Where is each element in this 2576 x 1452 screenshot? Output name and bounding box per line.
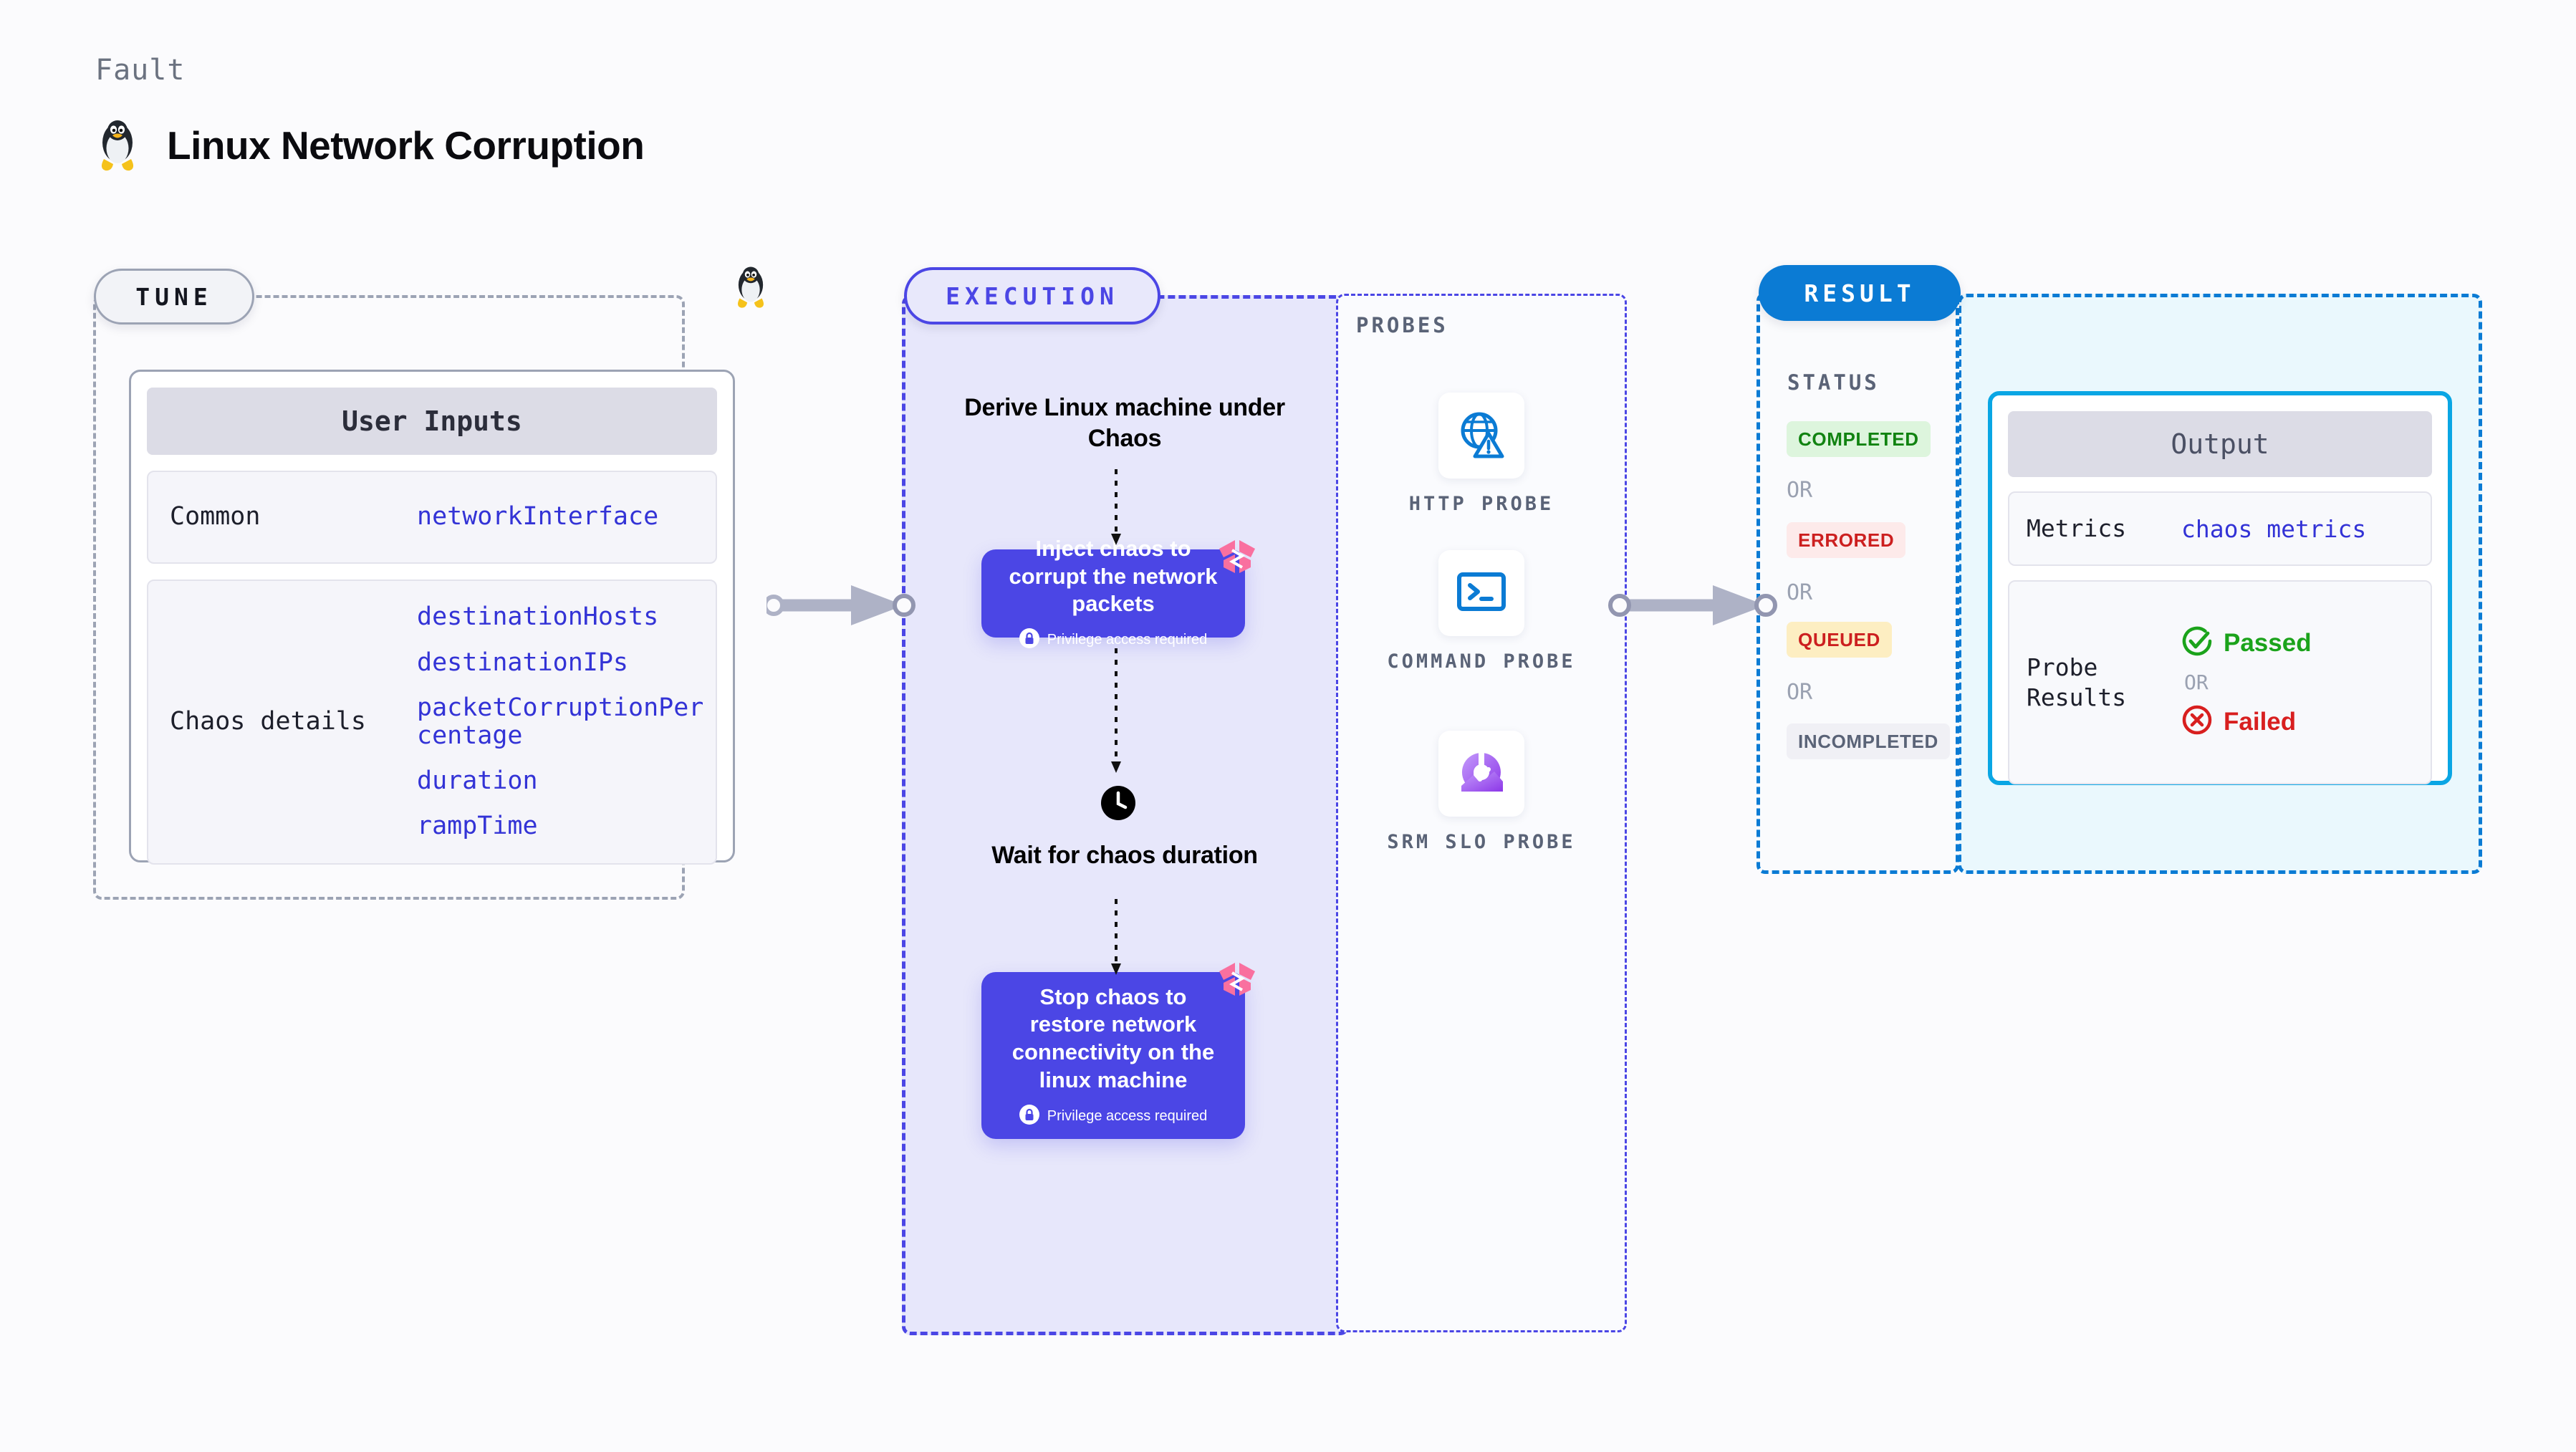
flow-arrow-2 bbox=[1109, 648, 1123, 781]
probes-section-label: PROBES bbox=[1356, 313, 1448, 337]
connector-execution-to-result bbox=[1608, 577, 1780, 638]
user-inputs-row-common: Common networkInterface bbox=[147, 471, 717, 564]
metrics-link[interactable]: chaos metrics bbox=[2181, 514, 2367, 543]
result-section-pill[interactable]: RESULT bbox=[1759, 265, 1961, 321]
execution-step-derive-title: Derive Linux machine under Chaos bbox=[964, 394, 1285, 452]
output-panel: Output Metrics chaos metrics Probe Resul… bbox=[1988, 391, 2452, 785]
privilege-badge: Privilege access required bbox=[1019, 1104, 1208, 1128]
result-status-container bbox=[1756, 292, 1959, 874]
verdict-label: Failed bbox=[2224, 707, 2297, 736]
probe-label: COMMAND PROBE bbox=[1387, 650, 1576, 673]
status-badge-completed: COMPLETED bbox=[1787, 421, 1931, 457]
execution-card-inject-chaos[interactable]: Inject chaos to corrupt the network pack… bbox=[981, 536, 1245, 649]
linux-penguin-icon bbox=[95, 118, 140, 173]
clock-icon bbox=[1101, 786, 1135, 824]
page-kicker: Fault bbox=[95, 54, 186, 87]
probe-srm-slo[interactable]: SRM SLO PROBE bbox=[1336, 731, 1627, 855]
privilege-badge-text: Privilege access required bbox=[1047, 1107, 1208, 1124]
execution-step-wait-title: Wait for chaos duration bbox=[991, 842, 1258, 869]
probe-http[interactable]: HTTP PROBE bbox=[1336, 393, 1627, 516]
page-title-row: Linux Network Corruption bbox=[95, 118, 645, 173]
slo-donut-check-icon bbox=[1456, 749, 1507, 799]
row-key: Probe Results bbox=[2027, 653, 2127, 711]
param-destinationips[interactable]: destinationIPs bbox=[417, 648, 629, 677]
tune-section-pill[interactable]: TUNE bbox=[94, 269, 254, 324]
terminal-prompt-icon bbox=[1456, 569, 1507, 617]
probe-verdict-passed: Passed bbox=[2181, 625, 2312, 660]
privilege-badge: Privilege access required bbox=[1019, 628, 1207, 652]
user-inputs-row-chaos-details: Chaos details destinationHosts destinati… bbox=[147, 580, 717, 865]
output-row-metrics: Metrics chaos metrics bbox=[2008, 491, 2432, 566]
globe-warning-icon bbox=[1455, 408, 1508, 464]
probe-verdict-failed: Failed bbox=[2181, 704, 2312, 739]
probe-verdict-or: OR bbox=[2184, 670, 2209, 694]
page-title: Linux Network Corruption bbox=[167, 123, 645, 168]
execution-section-pill[interactable]: EXECUTION bbox=[904, 267, 1160, 324]
connector-tune-to-execution bbox=[763, 577, 917, 638]
user-inputs-title: User Inputs bbox=[147, 388, 717, 455]
row-key: Common bbox=[170, 502, 261, 532]
param-duration[interactable]: duration bbox=[417, 766, 538, 796]
output-panel-title: Output bbox=[2008, 411, 2432, 477]
flow-arrow-1 bbox=[1109, 469, 1123, 553]
status-or-1: OR bbox=[1787, 478, 1813, 503]
flow-arrow-3 bbox=[1109, 899, 1123, 983]
probe-label: HTTP PROBE bbox=[1408, 493, 1554, 515]
harness-logo-icon bbox=[1218, 961, 1256, 1001]
verdict-label: Passed bbox=[2224, 628, 2312, 657]
probe-command[interactable]: COMMAND PROBE bbox=[1336, 550, 1627, 674]
card-text: Inject chaos to corrupt the network pack… bbox=[1009, 535, 1218, 617]
param-ramptime[interactable]: rampTime bbox=[417, 812, 538, 841]
privilege-badge-text: Privilege access required bbox=[1047, 632, 1208, 648]
row-key: Metrics bbox=[2027, 514, 2127, 543]
lock-icon bbox=[1019, 628, 1039, 652]
param-networkinterface[interactable]: networkInterface bbox=[417, 502, 659, 532]
probe-label: SRM SLO PROBE bbox=[1387, 831, 1576, 853]
card-text: Stop chaos to restore network connectivi… bbox=[1011, 984, 1215, 1092]
x-circle-icon bbox=[2181, 704, 2213, 739]
execution-card-stop-chaos[interactable]: Stop chaos to restore network connectivi… bbox=[981, 972, 1245, 1139]
status-badge-incompleted: INCOMPLETED bbox=[1787, 723, 1950, 759]
harness-logo-icon bbox=[1218, 539, 1256, 578]
check-circle-icon bbox=[2181, 625, 2213, 660]
status-or-2: OR bbox=[1787, 580, 1813, 605]
param-packetcorruptionpercentage[interactable]: packetCorruptionPercentage bbox=[417, 693, 704, 750]
user-inputs-panel: User Inputs Common networkInterface Chao… bbox=[129, 370, 735, 865]
status-badge-queued: QUEUED bbox=[1787, 622, 1892, 658]
lock-icon bbox=[1019, 1104, 1039, 1128]
param-destinationhosts[interactable]: destinationHosts bbox=[417, 602, 659, 632]
tune-linux-penguin-icon bbox=[731, 265, 771, 313]
output-row-probe-results: Probe Results Passed OR bbox=[2008, 580, 2432, 784]
status-badge-errored: ERRORED bbox=[1787, 522, 1906, 558]
status-label: STATUS bbox=[1787, 370, 1880, 395]
status-or-3: OR bbox=[1787, 680, 1813, 705]
probe-tile bbox=[1438, 731, 1524, 817]
row-key: Chaos details bbox=[170, 707, 366, 736]
probe-tile bbox=[1438, 550, 1524, 636]
probe-tile bbox=[1438, 393, 1524, 479]
